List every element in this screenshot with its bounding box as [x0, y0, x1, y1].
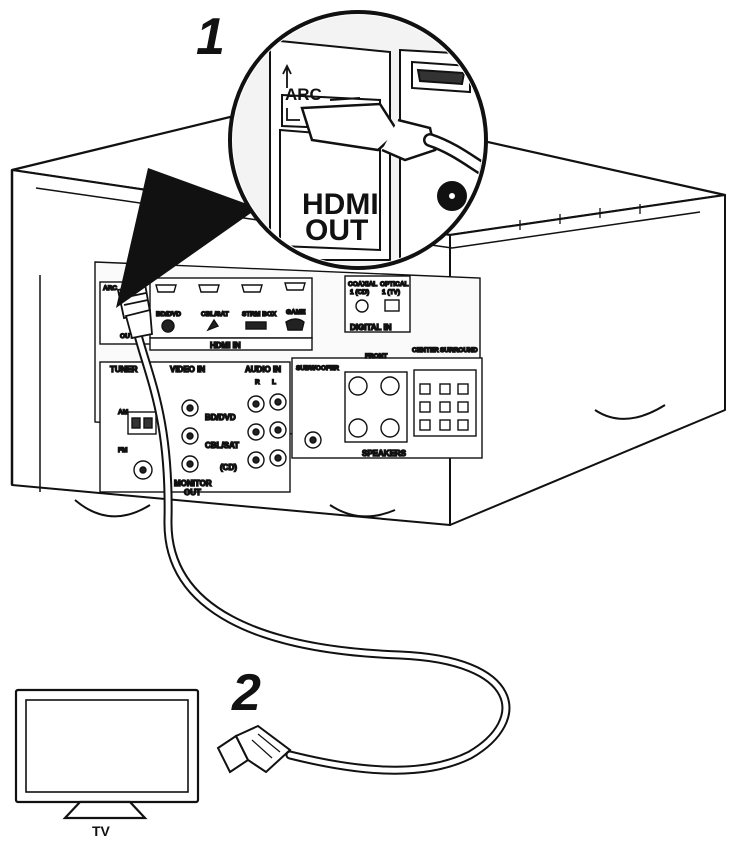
audio-in-label: AUDIO IN [245, 365, 281, 374]
hdmi-out-small-label: OUT [120, 333, 134, 340]
streaming-box-icon [245, 321, 267, 330]
tv-screen [25, 699, 189, 793]
hdmi-out-label-line2: OUT [305, 214, 368, 247]
tv [14, 688, 200, 820]
optical-sub-label: 1 (TV) [382, 289, 400, 296]
coaxial-label: COAXIAL [348, 281, 377, 288]
optical-jack [384, 299, 400, 312]
rca-jacks [181, 393, 287, 473]
hdmi-cable [133, 330, 511, 775]
coaxial-sub-label: 1 (CD) [350, 289, 369, 296]
audio-r-label: R [255, 379, 260, 386]
fm-label: FM [118, 447, 127, 454]
hdmi-in-port [284, 282, 306, 291]
callout-pointer [116, 168, 258, 308]
tuner-label: TUNER [110, 365, 138, 374]
hdmi-out-label: HDMI [302, 188, 379, 221]
digital-in-title: DIGITAL IN [350, 323, 392, 332]
satellite-icon [206, 318, 220, 332]
coaxial-jack [355, 299, 369, 313]
tv-label: TV [92, 823, 111, 839]
hdmi-in-title: HDMI IN [210, 341, 241, 350]
video-row-label: CBL/SAT [205, 441, 239, 450]
optical-label: OPTICAL [380, 281, 409, 288]
step-1-number: 1 [196, 8, 225, 66]
hdmi-input-label: BD/DVD [156, 311, 181, 318]
hdmi-plug-tv [216, 724, 292, 774]
arc-label: ARC [285, 85, 322, 104]
hdmi-in-port [155, 284, 177, 293]
hdmi-input-label: STRM BOX [242, 311, 277, 318]
subwoofer-label: SUBWOOFER [296, 365, 339, 372]
surround-label: SURROUND [440, 347, 478, 354]
hdmi-input-label: GAME [286, 309, 306, 316]
hdmi-in-port [198, 284, 220, 293]
monitor-out-label-line2: OUT [184, 488, 201, 497]
step-2-number: 2 [231, 664, 261, 722]
speaker-terminals [344, 369, 477, 443]
callout-magnifier: ARC HDMI OUT [116, 10, 488, 308]
audio-l-label: L [272, 379, 276, 386]
center-label: CENTER [412, 347, 439, 354]
hdmi-in-port [241, 284, 263, 293]
video-in-label: VIDEO IN [170, 365, 205, 374]
tv-stand [62, 800, 148, 820]
arc-small-label: ARC [103, 285, 117, 292]
speakers-label: SPEAKERS [362, 449, 407, 458]
hdmi-in-ports [155, 282, 306, 293]
front-label: FRONT [365, 353, 387, 360]
video-row-label: (CD) [220, 463, 237, 472]
hdmi-input-label: CBL/SAT [201, 311, 229, 318]
gamepad-icon [285, 318, 305, 331]
disc-icon [161, 319, 175, 333]
monitor-out-label: MONITOR [174, 479, 212, 488]
am-label: AM [118, 409, 128, 416]
video-row-label: BD/DVD [205, 413, 236, 422]
